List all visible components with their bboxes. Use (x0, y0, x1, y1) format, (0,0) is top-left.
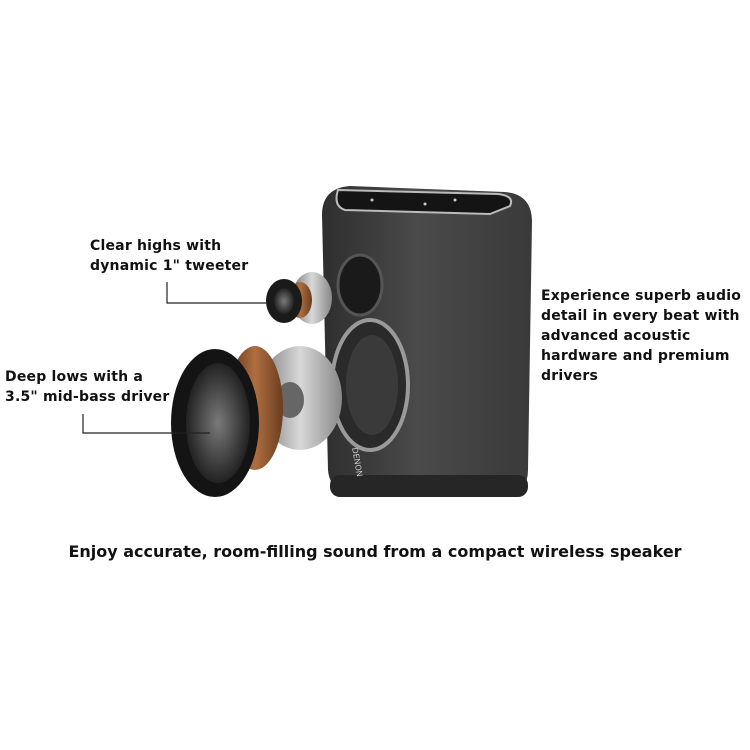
woofer-driver (171, 346, 342, 497)
tweeter-driver (266, 272, 332, 324)
tweeter-callout: Clear highs with dynamic 1" tweeter (90, 236, 248, 276)
callout-line: Deep lows with a (5, 369, 143, 385)
callout-line: detail in every beat with (541, 308, 740, 324)
woofer-leader-line (82, 414, 210, 434)
woofer-callout: Deep lows with a 3.5" mid-bass driver (5, 367, 169, 407)
callout-line: drivers (541, 368, 598, 384)
callout-line: Clear highs with (90, 238, 222, 254)
callout-line: advanced acoustic (541, 328, 691, 344)
callout-line: dynamic 1" tweeter (90, 258, 249, 274)
callout-line: Experience superb audio (541, 288, 742, 304)
caption: Enjoy accurate, room-filling sound from … (68, 542, 682, 561)
callout-line: hardware and premium (541, 348, 730, 364)
detail-callout: Experience superb audio detail in every … (541, 286, 741, 386)
tweeter-leader-line (166, 282, 268, 304)
callout-line: 3.5" mid-bass driver (5, 389, 170, 405)
speaker-body: DENON (322, 186, 532, 497)
